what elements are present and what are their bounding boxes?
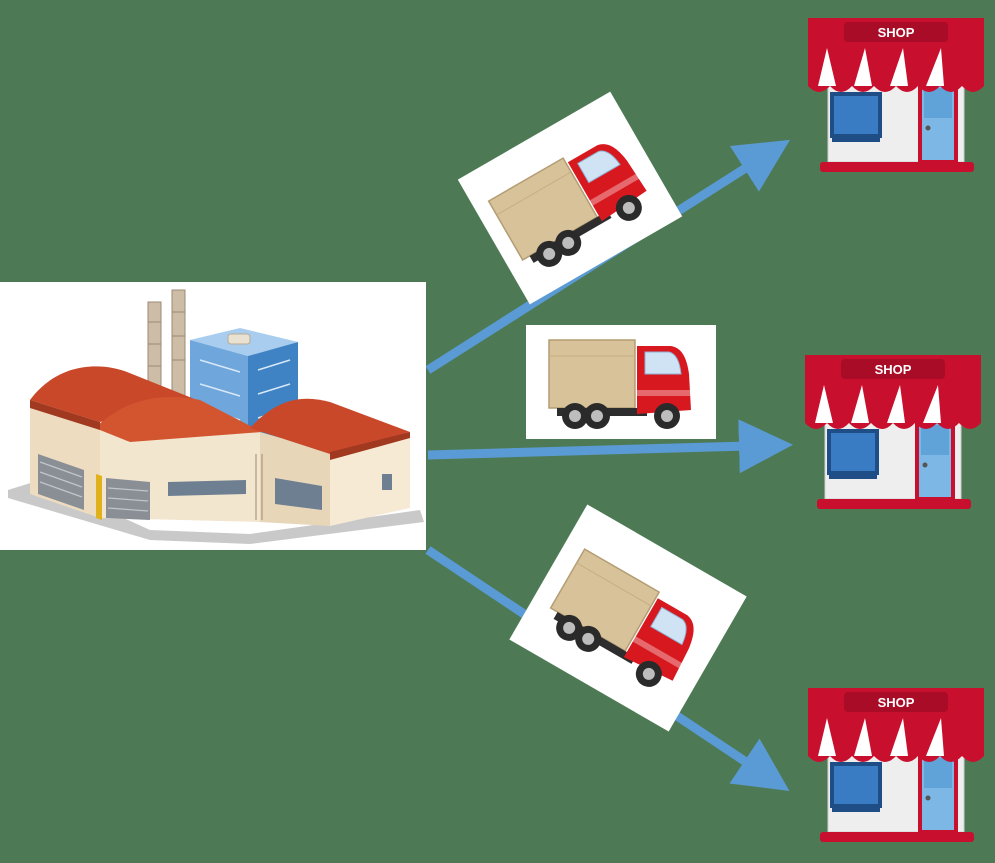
shop-icon (803, 353, 983, 511)
delivery-truck-icon (548, 339, 692, 430)
arrow-middle (427, 419, 793, 474)
shop-middle: SHOP (803, 353, 983, 511)
shop-icon (806, 686, 986, 844)
shop-top: SHOP (806, 16, 986, 174)
shop-sign: SHOP (878, 695, 915, 710)
shop-icon (806, 16, 986, 174)
shop-sign: SHOP (875, 362, 912, 377)
shop-sign: SHOP (878, 25, 915, 40)
factory-icon (0, 281, 427, 551)
shop-bottom: SHOP (806, 686, 986, 844)
truck-middle (526, 325, 716, 439)
truck-upper (457, 91, 683, 305)
truck-lower (509, 504, 747, 732)
